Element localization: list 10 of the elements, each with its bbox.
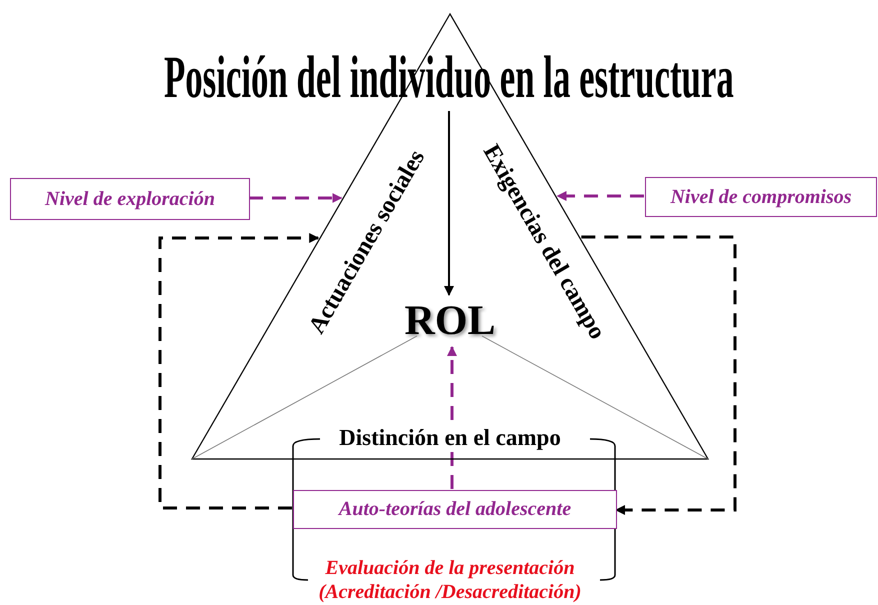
- text-box: Auto-teorías del adolescente: [293, 490, 617, 529]
- note-text: Evaluación de la presentación (Acreditación /Desacreditación): [318, 557, 582, 603]
- arrow: [581, 236, 736, 515]
- text-box: Nivel de exploración: [10, 178, 250, 220]
- arrow: [249, 193, 342, 203]
- text-box: Nivel de compromisos: [645, 177, 877, 217]
- center-label: ROL: [404, 298, 496, 344]
- arrow: [158, 233, 320, 510]
- arrow: [556, 191, 644, 201]
- arrow: [444, 111, 454, 296]
